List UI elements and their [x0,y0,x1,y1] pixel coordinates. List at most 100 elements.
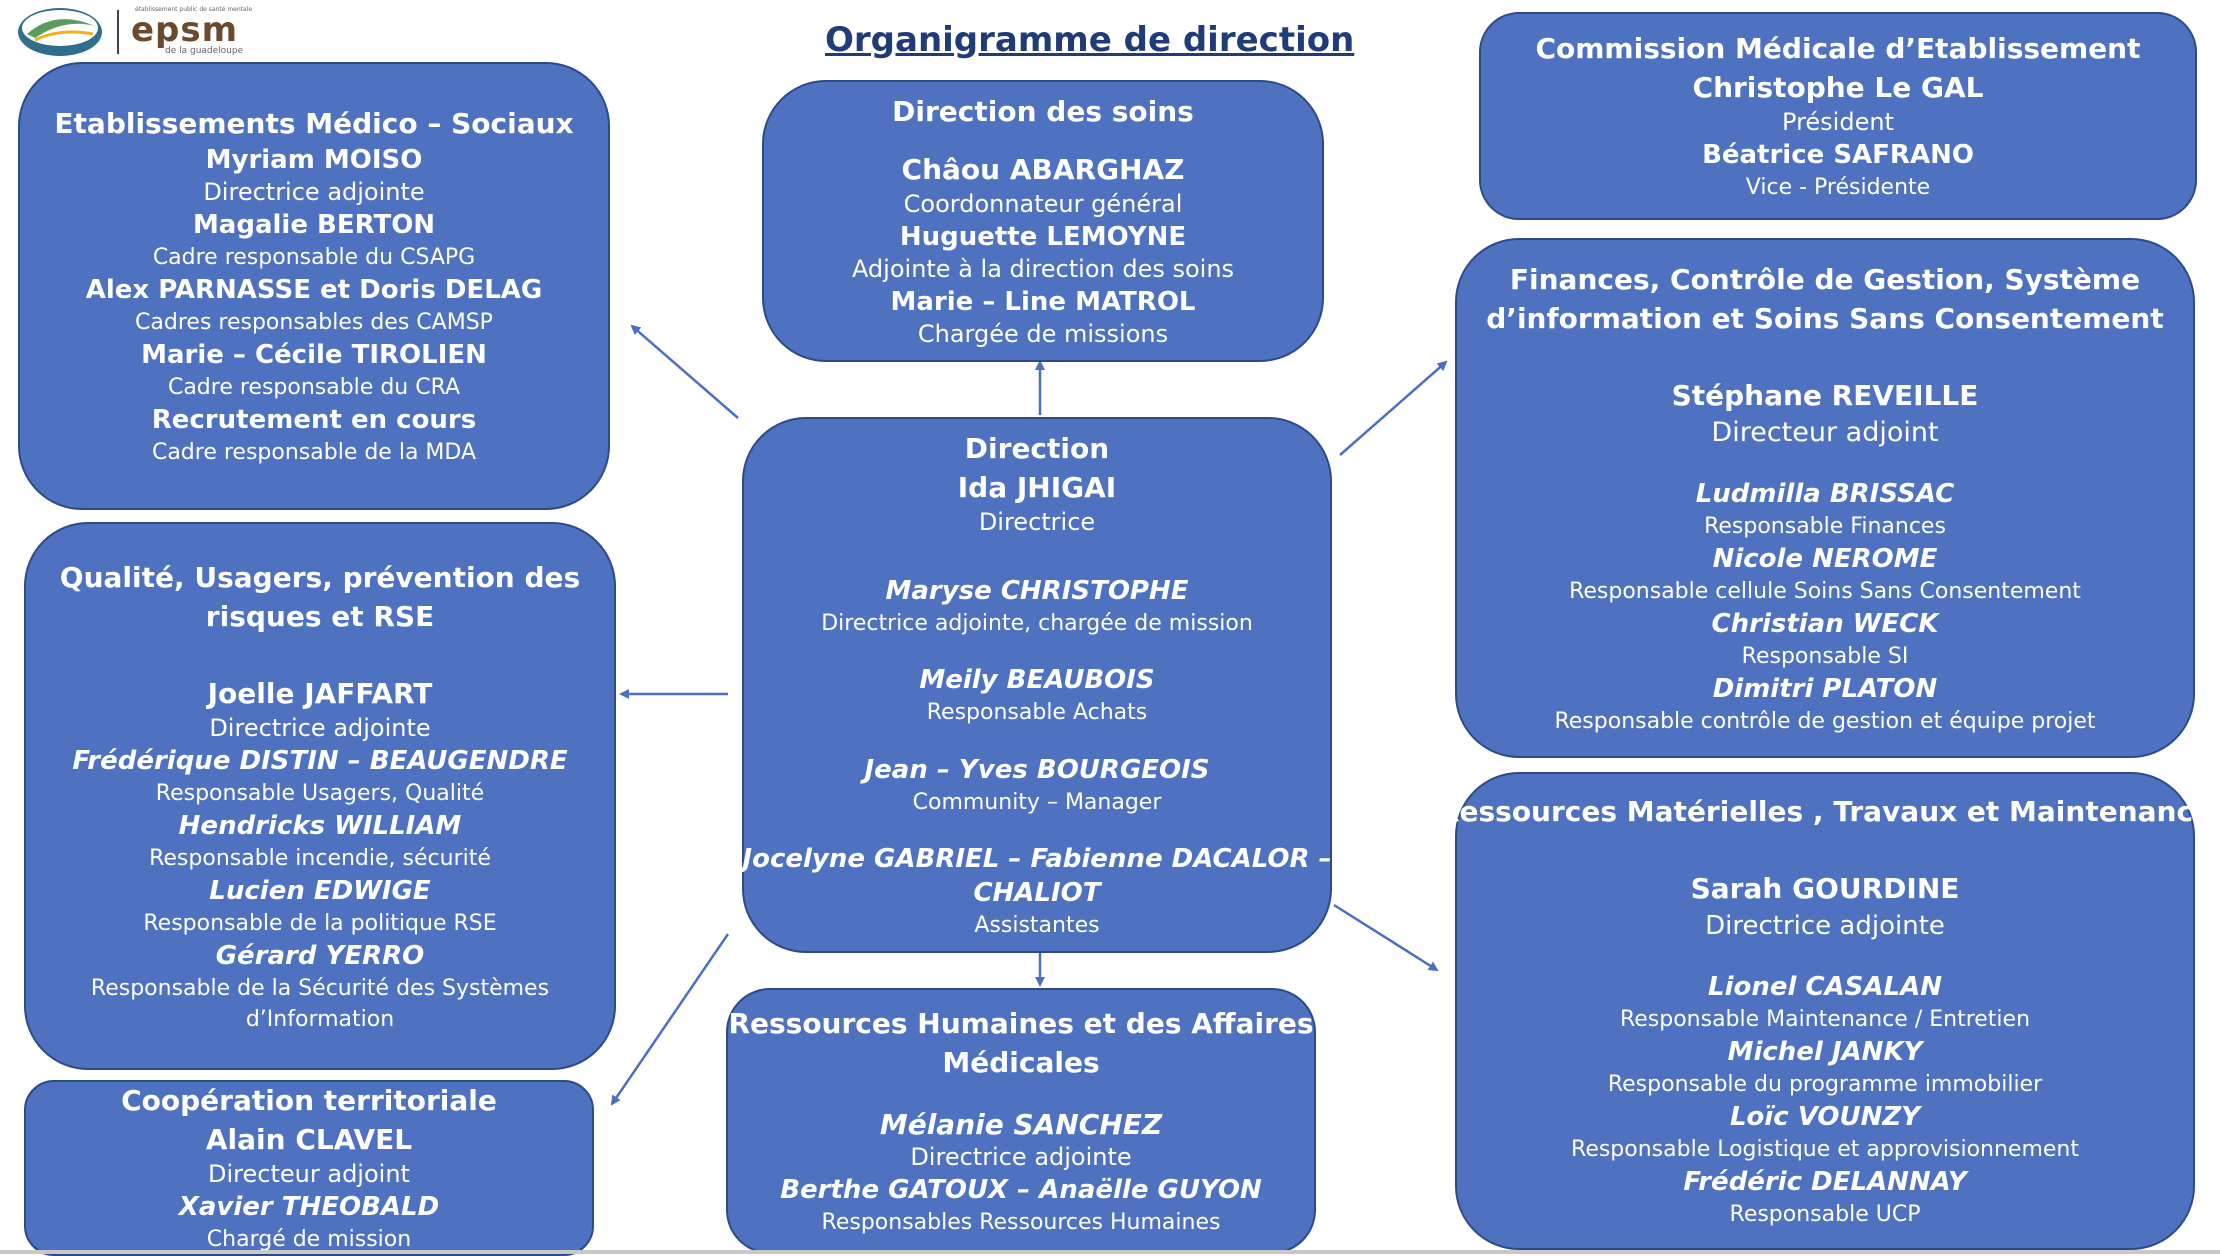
person-role: Responsable incendie, sécurité [149,845,491,871]
person-role: Chargée de missions [917,320,1169,348]
person-role: Responsable de la politique RSE [143,910,497,936]
box-title: d’information et Soins Sans Consentement [1486,301,2164,335]
arrow-to-materielles [1333,903,1439,972]
person-name: Magalie BERTON [192,210,436,240]
box-ressources-materielles: Ressources Matérielles , Travaux et Main… [1438,772,2212,1250]
person-name: CHALIOT [973,878,1101,909]
person-role: Directeur adjoint [208,1160,410,1188]
person-name: Frédérique DISTIN – BEAUGENDRE [72,745,568,776]
person-name: Loïc VOUNZY [1729,1102,1921,1132]
person-name: Mélanie SANCHEZ [879,1108,1163,1141]
logo-tagline: établissement public de santé mentale [135,6,253,13]
logo-text: epsm [131,10,239,50]
person-name: Hendricks WILLIAM [178,810,462,841]
box-title: Médicales [942,1046,1100,1079]
person-name: Béatrice SAFRANO [1702,140,1974,170]
person-name: Nicole NEROME [1712,543,1938,574]
person-role: Responsables Ressources Humaines [821,1210,1221,1235]
person-name: Huguette LEMOYNE [899,222,1187,252]
person-role: Responsable Usagers, Qualité [155,780,485,806]
person-name: Ludmilla BRISSAC [1695,478,1955,509]
box-finances: Finances, Contrôle de Gestion, Système d… [1455,238,2195,758]
box-title: Finances, Contrôle de Gestion, Système [1509,262,2141,296]
person-name: Myriam MOISO [205,145,423,175]
person-role: Assistantes [974,913,1100,939]
person-name: Xavier THEOBALD [178,1192,440,1222]
box-ressources-humaines: Ressources Humaines et des Affaires Médi… [726,988,1316,1254]
person-name: Recrutement en cours [151,405,477,435]
person-name: Maryse CHRISTOPHE [885,575,1189,606]
box-direction-soins: Direction des soins Châou ABARGHAZ Coord… [762,80,1324,362]
person-name: Marie – Line MATROL [890,287,1196,317]
box-medico-sociaux: Etablissements Médico – Sociaux Myriam M… [18,62,610,510]
person-name: Meily BEAUBOIS [919,665,1155,696]
box-title: Ressources Humaines et des Affaires [728,1007,1314,1040]
person-name: Châou ABARGHAZ [901,153,1185,186]
person-role: Cadres responsables des CAMSP [135,310,493,335]
person-role: Responsable contrôle de gestion et équip… [1554,708,2096,734]
person-role: Responsable Finances [1704,513,1946,539]
person-role: Directeur adjoint [1711,416,1939,448]
person-name: Alex PARNASSE et Doris DELAG [85,275,543,305]
person-role: Responsable du programme immobilier [1607,1072,2043,1097]
box-title: Commission Médicale d’Etablissement [1535,32,2141,65]
person-role: Directrice adjointe [910,1143,1132,1171]
person-name: Christophe Le GAL [1692,71,1984,104]
person-role: Directrice adjointe [209,713,431,742]
person-name: Ida JHIGAI [957,471,1117,504]
person-name: Sarah GOURDINE [1690,872,1960,905]
person-role: Responsable cellule Soins Sans Consentem… [1569,578,2081,604]
arrow-to-medico-sociaux [630,324,739,419]
person-role: Responsable de la Sécurité des Systèmes [90,975,550,1001]
person-role: Directrice adjointe [203,178,425,206]
person-role: Directrice adjointe [1705,911,1945,941]
box-title: Direction des soins [892,95,1194,128]
person-role: Président [1782,108,1894,136]
person-role: Vice - Présidente [1745,175,1931,200]
person-name: Stéphane REVEILLE [1671,378,1979,412]
person-role: Cadre responsable du CSAPG [152,245,476,270]
box-title: Direction [964,432,1110,465]
arrow-to-finances [1339,360,1448,456]
box-cme: Commission Médicale d’Etablissement Chri… [1479,12,2197,220]
person-role: Responsable Maintenance / Entretien [1619,1007,2031,1032]
person-name: Jocelyne GABRIEL – Fabienne DACALOR – [742,844,1332,875]
logo-emblem-icon [18,8,119,56]
person-role: Community – Manager [912,789,1162,815]
person-name: Marie – Cécile TIROLIEN [141,340,487,370]
person-name: Lionel CASALAN [1708,972,1942,1002]
box-title: Ressources Matérielles , Travaux et Main… [1437,795,2213,828]
person-role: Responsable SI [1741,643,1909,669]
box-cooperation: Coopération territoriale Alain CLAVEL Di… [24,1080,594,1256]
person-name: Joelle JAFFART [207,676,433,710]
person-name: Frédéric DELANNAY [1683,1167,1967,1197]
person-role: Responsable Logistique et approvisionnem… [1571,1137,2079,1162]
person-role: Coordonnateur général [903,190,1183,218]
box-direction: Direction Ida JHIGAI Directrice Maryse C… [742,417,1332,953]
arrow-to-cooperation [610,933,730,1106]
person-name: Lucien EDWIGE [209,875,431,906]
person-name: Gérard YERRO [215,940,425,971]
box-title: Qualité, Usagers, prévention des [59,560,581,594]
person-role: Responsable UCP [1729,1202,1921,1227]
person-role: Adjointe à la direction des soins [851,255,1235,283]
epsm-logo: établissement public de santé mentale ep… [15,4,265,62]
person-role: d’Information [245,1006,395,1032]
box-title: risques et RSE [205,599,435,633]
person-name: Alain CLAVEL [205,1123,413,1156]
bottom-divider [0,1250,2220,1254]
box-title: Coopération territoriale [121,1084,497,1117]
person-name: Dimitri PLATON [1712,673,1938,704]
person-name: Jean – Yves BOURGEOIS [864,754,1210,785]
person-role: Responsable Achats [926,700,1148,726]
person-name: Berthe GATOUX – Anaëlle GUYON [780,1175,1262,1205]
person-role: Chargé de mission [206,1227,412,1252]
person-role: Cadre responsable de la MDA [151,440,477,465]
person-name: Michel JANKY [1727,1037,1923,1067]
person-role: Directrice adjointe, chargée de mission [821,610,1253,636]
box-title: Etablissements Médico – Sociaux [54,107,574,140]
person-name: Christian WECK [1711,608,1939,639]
logo-subtext: de la guadeloupe [165,46,244,56]
box-qualite: Qualité, Usagers, prévention des risques… [24,522,616,1070]
